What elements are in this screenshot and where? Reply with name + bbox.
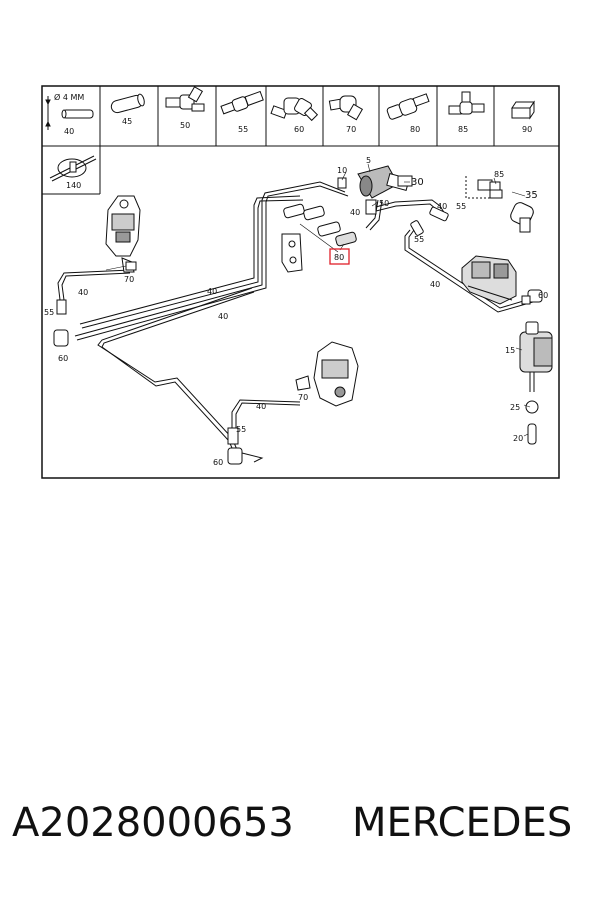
tee-part — [477, 179, 503, 199]
tee-connector-icon — [448, 91, 485, 115]
callout-label: 40 — [256, 402, 266, 411]
elbow-connector-icon — [165, 86, 205, 112]
callout-label: 40 — [207, 287, 217, 296]
callout-label: 40 — [350, 208, 360, 217]
bolt-part — [337, 177, 347, 189]
callout-label: 40 — [437, 202, 447, 211]
cable-tie-icon — [49, 155, 97, 182]
callout-label: 50 — [379, 199, 389, 208]
legend-item-label: 90 — [522, 125, 532, 134]
legend-labels: Ø 4 MM 40 45 50 55 60 70 80 85 90 140 — [54, 92, 532, 190]
parts-diagram: Ø 4 MM 40 45 50 55 60 70 80 85 90 140 — [41, 85, 560, 479]
quick-connector-icon — [386, 93, 430, 120]
callout-label: 20 — [513, 434, 523, 443]
nut-part — [525, 400, 539, 414]
callout-label: 55 — [414, 235, 424, 244]
legend-item-label: 40 — [64, 127, 74, 136]
legend-item-label: 140 — [66, 181, 81, 190]
fitting-left — [53, 329, 69, 347]
clamp-block-icon — [511, 100, 535, 120]
legend-item-label: 45 — [122, 117, 132, 126]
union-rear — [227, 427, 239, 445]
hose-part — [527, 423, 537, 445]
callout-label: 55 — [236, 425, 246, 434]
legend-table — [42, 86, 559, 195]
diameter-label: Ø 4 MM — [54, 92, 84, 102]
callout-label: 55 — [456, 202, 466, 211]
legend-item-label: 70 — [346, 125, 356, 134]
callout-label: 70 — [124, 275, 134, 284]
legend-item-label: 50 — [180, 121, 190, 130]
callout-label: 60 — [538, 291, 548, 300]
callout-label: 40 — [430, 280, 440, 289]
components — [53, 165, 553, 465]
callout-labels: 5 10 15 20 25 30 35 40 40 40 40 40 50 55… — [44, 156, 548, 467]
legend-icons — [45, 86, 535, 182]
fitting-part — [397, 175, 413, 187]
elbow-fitting-icon — [328, 95, 364, 121]
callout-label: 5 — [366, 156, 371, 165]
callout-label: 60 — [213, 458, 223, 467]
union-left — [56, 299, 67, 315]
callout-label: 10 — [337, 166, 347, 175]
legend-item-label: 60 — [294, 125, 304, 134]
leader-lines — [105, 163, 531, 437]
callout-label: 70 — [298, 393, 308, 402]
brake-fluid-reservoir — [519, 321, 553, 392]
legend-item-label: 55 — [238, 125, 248, 134]
right-connector — [521, 289, 543, 305]
inline-connector-icon — [220, 90, 264, 115]
pipe-icon — [45, 96, 94, 130]
mounting-bracket — [281, 233, 303, 273]
caption: A2028000653 MERCEDES — [0, 800, 600, 860]
callout-label: 55 — [44, 308, 54, 317]
diagram-frame — [41, 85, 560, 479]
straight-connector-icon — [110, 93, 145, 114]
callout-label: 35 — [525, 190, 538, 201]
callout-label: 85 — [494, 170, 504, 179]
callout-label: 15 — [505, 346, 515, 355]
part-number: A2028000653 — [12, 800, 294, 846]
legend-item-label: 80 — [410, 125, 420, 134]
legend-item-label: 85 — [458, 125, 468, 134]
callout-label: 40 — [218, 312, 228, 321]
callout-label: 40 — [78, 288, 88, 297]
elbow-part — [510, 202, 534, 233]
rear-caliper — [295, 341, 359, 407]
front-left-caliper — [105, 195, 141, 273]
callout-label: 80 — [334, 253, 344, 262]
fitting-rear — [227, 447, 243, 465]
highlight-box — [329, 248, 350, 265]
callout-label: 30 — [411, 177, 424, 188]
connector-cluster — [283, 199, 377, 247]
callout-label: 25 — [510, 403, 520, 412]
hydraulic-unit — [461, 255, 517, 305]
angled-connector-icon — [270, 97, 319, 122]
clip-left — [125, 261, 137, 271]
callout-label: 60 — [58, 354, 68, 363]
brand-name: MERCEDES — [352, 800, 573, 846]
